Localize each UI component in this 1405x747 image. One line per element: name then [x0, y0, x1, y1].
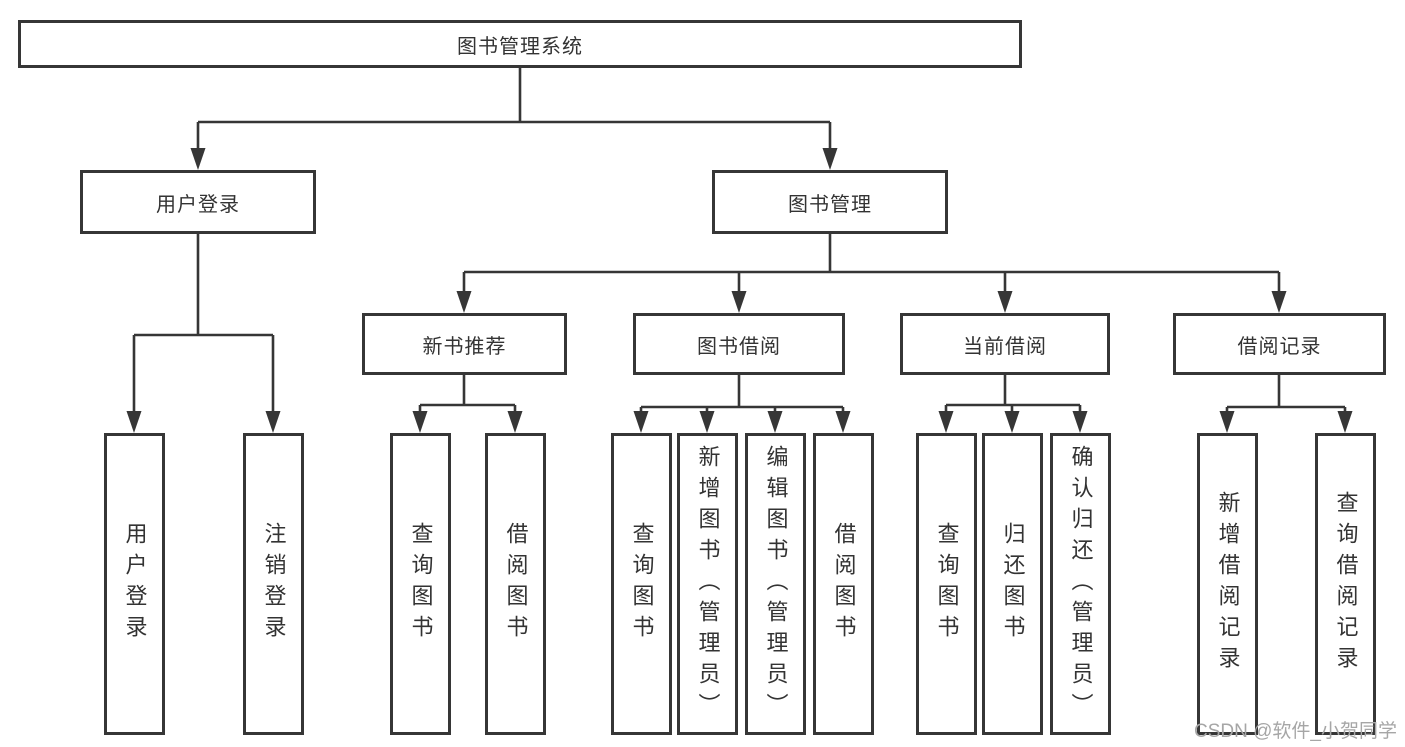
node-label: 注销登录: [261, 522, 287, 646]
leaf-query-books-current: 查询图书: [916, 433, 977, 735]
leaf-borrow-books-recommend: 借阅图书: [485, 433, 546, 735]
node-label: 图书借阅: [697, 335, 781, 358]
leaf-logout: 注销登录: [243, 433, 304, 735]
arrowhead: [1004, 411, 1020, 433]
node-label: 图书管理: [788, 193, 872, 216]
arrowhead: [1271, 291, 1287, 313]
node-label: 借阅图书: [831, 522, 857, 646]
node-label: 借阅记录: [1237, 335, 1322, 358]
arrowhead: [938, 411, 954, 433]
arrowhead: [1072, 411, 1088, 433]
connector-book-management-children: [456, 234, 1287, 313]
node-label: 查询借阅记录: [1333, 491, 1359, 677]
node-label: 新增图书（管理员）: [695, 444, 721, 724]
arrowhead: [507, 411, 523, 433]
node-label: 用户登录: [122, 522, 148, 646]
leaf-query-books-borrow: 查询图书: [611, 433, 672, 735]
node-current-borrow: 当前借阅: [900, 313, 1110, 375]
node-label: 新书推荐: [422, 335, 507, 358]
node-label: 确认归还（管理员）: [1068, 444, 1094, 724]
connector-user-login-children: [126, 234, 281, 433]
node-label: 当前借阅: [963, 335, 1047, 358]
leaf-user-login: 用户登录: [104, 433, 165, 735]
arrowhead: [835, 411, 851, 433]
connector-root-to-level2: [190, 68, 838, 170]
node-book-borrow: 图书借阅: [633, 313, 845, 375]
arrowhead: [1337, 411, 1353, 433]
leaf-query-books-recommend: 查询图书: [390, 433, 451, 735]
arrowhead: [997, 291, 1013, 313]
node-user-login: 用户登录: [80, 170, 316, 234]
arrowhead: [126, 411, 142, 433]
arrowhead: [767, 411, 783, 433]
leaf-query-borrow-record: 查询借阅记录: [1315, 433, 1376, 735]
arrowhead: [1219, 411, 1235, 433]
leaf-borrow-books: 借阅图书: [813, 433, 874, 735]
arrowhead: [265, 411, 281, 433]
leaf-edit-books-admin: 编辑图书（管理员）: [745, 433, 806, 735]
connector-book-borrow-children: [633, 375, 851, 433]
node-new-book-recommend: 新书推荐: [362, 313, 567, 375]
arrowhead: [731, 291, 747, 313]
arrowhead: [190, 148, 206, 170]
node-label: 编辑图书（管理员）: [763, 444, 789, 724]
leaf-add-books-admin: 新增图书（管理员）: [677, 433, 738, 735]
node-label: 新增借阅记录: [1215, 491, 1241, 677]
leaf-return-books: 归还图书: [982, 433, 1043, 735]
node-label: 查询图书: [934, 522, 960, 646]
arrowhead: [412, 411, 428, 433]
node-label: 查询图书: [629, 522, 655, 646]
node-root-label: 图书管理系统: [457, 35, 583, 58]
node-root-library-system: 图书管理系统: [18, 20, 1022, 68]
connector-current-borrow-children: [938, 375, 1088, 433]
node-book-management: 图书管理: [712, 170, 948, 234]
arrowhead: [699, 411, 715, 433]
leaf-confirm-return-admin: 确认归还（管理员）: [1050, 433, 1111, 735]
node-label: 查询图书: [408, 522, 434, 646]
arrowhead: [456, 291, 472, 313]
arrowhead: [822, 148, 838, 170]
node-label: 用户登录: [156, 193, 240, 216]
csdn-watermark: CSDN @软件_小贺同学: [1194, 721, 1397, 742]
node-borrow-records: 借阅记录: [1173, 313, 1386, 375]
node-label: 归还图书: [1000, 522, 1026, 646]
leaf-add-borrow-record: 新增借阅记录: [1197, 433, 1258, 735]
node-label: 借阅图书: [503, 522, 529, 646]
connector-borrow-record-children: [1219, 375, 1353, 433]
connector-new-book-children: [412, 375, 523, 433]
arrowhead: [633, 411, 649, 433]
